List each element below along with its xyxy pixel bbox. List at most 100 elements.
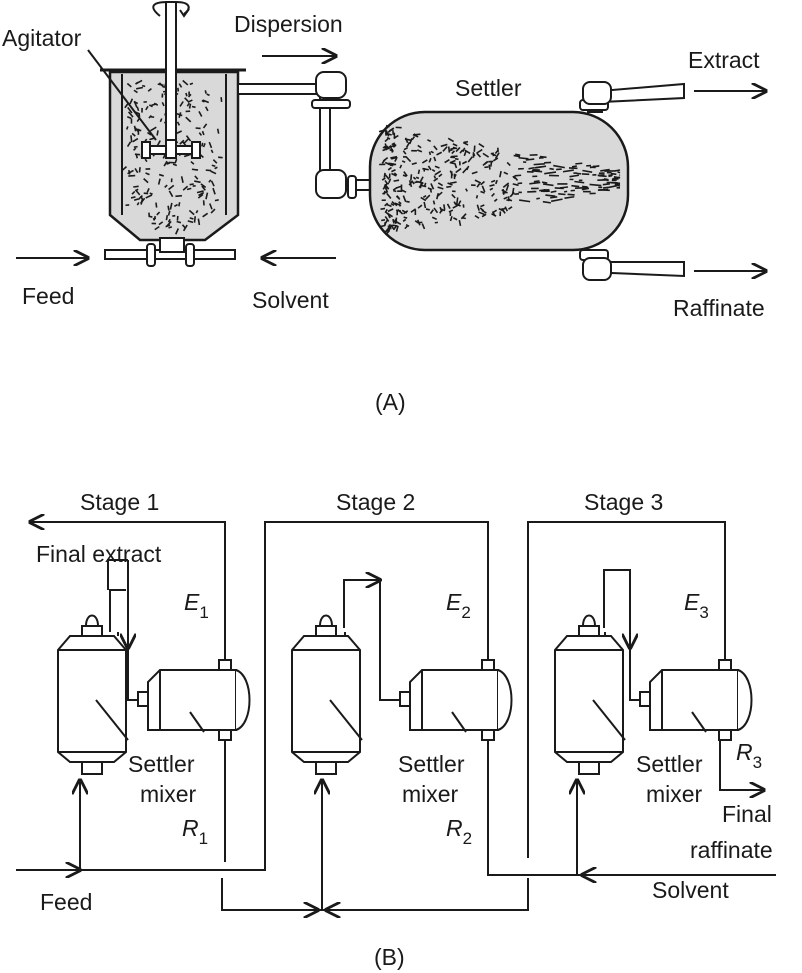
dispersion-droplet <box>472 152 476 157</box>
dispersion-droplet <box>201 185 206 191</box>
dispersion-droplet <box>417 169 421 175</box>
dispersion-droplet <box>202 143 206 148</box>
dispersion-droplet <box>210 208 216 214</box>
dispersion-droplet <box>607 184 618 189</box>
dispersion-droplet <box>437 186 444 190</box>
dispersion-droplet <box>133 198 139 202</box>
dispersion-droplet <box>473 145 476 152</box>
stage-1-title: Stage 1 <box>80 489 159 515</box>
dispersion-droplet <box>519 199 531 203</box>
dispersion-droplet <box>186 102 190 107</box>
dispersion-droplet <box>449 181 457 185</box>
dispersion-droplet <box>390 202 395 207</box>
dispersion-droplet <box>613 176 621 179</box>
dispersion-droplet <box>385 230 390 235</box>
dispersion-droplet <box>393 179 400 182</box>
dispersion-droplet <box>197 193 204 199</box>
dispersion-droplet <box>386 136 391 140</box>
dispersion-droplet <box>417 204 423 209</box>
dispersion-droplet <box>121 166 128 171</box>
dispersion-droplet <box>184 97 189 102</box>
dispersion-droplet <box>408 180 413 188</box>
dispersion-droplet <box>179 101 184 107</box>
dispersion-droplet <box>533 163 545 166</box>
dispersion-droplet <box>145 105 149 111</box>
dispersion-droplet <box>166 220 172 227</box>
dispersion-droplet <box>531 170 543 173</box>
dispersion-droplet <box>410 208 417 213</box>
dispersion-droplet <box>386 192 392 199</box>
dispersion-droplet <box>210 170 217 175</box>
dispersion-droplet <box>178 202 181 207</box>
dispersion-droplet <box>388 224 392 230</box>
dispersion-droplet <box>461 216 466 220</box>
dispersion-droplet <box>411 162 417 166</box>
dispersion-droplet <box>482 152 490 158</box>
dispersion-droplet <box>465 188 468 192</box>
dispersion-droplet <box>489 187 494 191</box>
dispersion-droplet <box>403 171 408 177</box>
dispersion-droplet <box>402 150 407 155</box>
dispersion-droplet <box>420 184 427 188</box>
dispersion-droplet <box>185 92 188 97</box>
dispersion-droplet <box>423 201 427 209</box>
dispersion-droplet <box>180 176 184 183</box>
dispersion-droplet <box>433 175 437 179</box>
dispersion-droplet <box>466 165 470 171</box>
dispersion-droplet <box>545 194 556 198</box>
dispersion-droplet <box>167 218 171 223</box>
dispersion-droplet <box>129 98 134 105</box>
dispersion-droplet <box>507 198 513 202</box>
dispersion-droplet <box>515 153 521 156</box>
settler-vessel <box>291 635 361 763</box>
dispersion-droplet <box>176 130 183 134</box>
dispersion-droplet <box>491 192 495 197</box>
dispersion-droplet <box>553 164 565 169</box>
settler-dispersion-pattern <box>378 124 621 235</box>
dispersion-droplet <box>136 86 144 90</box>
dispersion-droplet <box>491 213 497 217</box>
dispersion-droplet <box>569 174 580 178</box>
dispersion-droplet <box>419 176 424 184</box>
agitator <box>141 1 201 159</box>
dispersion-droplet <box>433 156 437 162</box>
dispersion-droplet <box>476 148 483 154</box>
dispersion-droplet <box>204 106 209 112</box>
dispersion-droplet <box>131 132 136 137</box>
dispersion-droplet <box>208 179 212 183</box>
dispersion-droplet <box>138 167 141 173</box>
dispersion-droplet <box>190 160 195 165</box>
raffinate-label: Raffinate <box>673 295 765 321</box>
dispersion-droplet <box>501 189 508 194</box>
dispersion-droplet <box>539 189 546 192</box>
dispersion-droplet <box>198 191 205 197</box>
dispersion-droplet <box>205 192 209 200</box>
dispersion-droplet <box>440 143 448 148</box>
dispersion-droplet <box>439 208 443 214</box>
dispersion-droplet <box>506 161 511 167</box>
dispersion-droplet <box>155 202 158 208</box>
dispersion-droplet <box>144 158 148 163</box>
dispersion-droplet <box>489 160 493 167</box>
dispersion-droplet <box>476 204 480 211</box>
dispersion-droplet <box>471 171 478 175</box>
dispersion-droplet <box>214 166 218 170</box>
dispersion-droplet <box>452 143 458 147</box>
dispersion-droplet <box>187 220 194 224</box>
dispersion-droplet <box>415 176 420 180</box>
dispersion-droplet <box>436 193 440 200</box>
stage-3-unit <box>554 614 753 775</box>
dispersion-droplet <box>196 190 204 194</box>
dispersion-droplet <box>464 149 471 155</box>
dispersion-droplet <box>528 166 535 170</box>
dispersion-droplet <box>214 199 219 202</box>
dispersion-droplet <box>391 201 398 207</box>
dispersion-droplet <box>564 195 575 199</box>
dispersion-droplet <box>478 143 485 148</box>
dispersion-droplet <box>567 193 575 196</box>
stage-3-connector <box>603 569 640 701</box>
dispersion-droplet <box>525 158 535 161</box>
dispersion-droplet <box>126 141 132 147</box>
dispersion-droplet <box>422 195 427 199</box>
dispersion-droplet <box>130 135 133 143</box>
